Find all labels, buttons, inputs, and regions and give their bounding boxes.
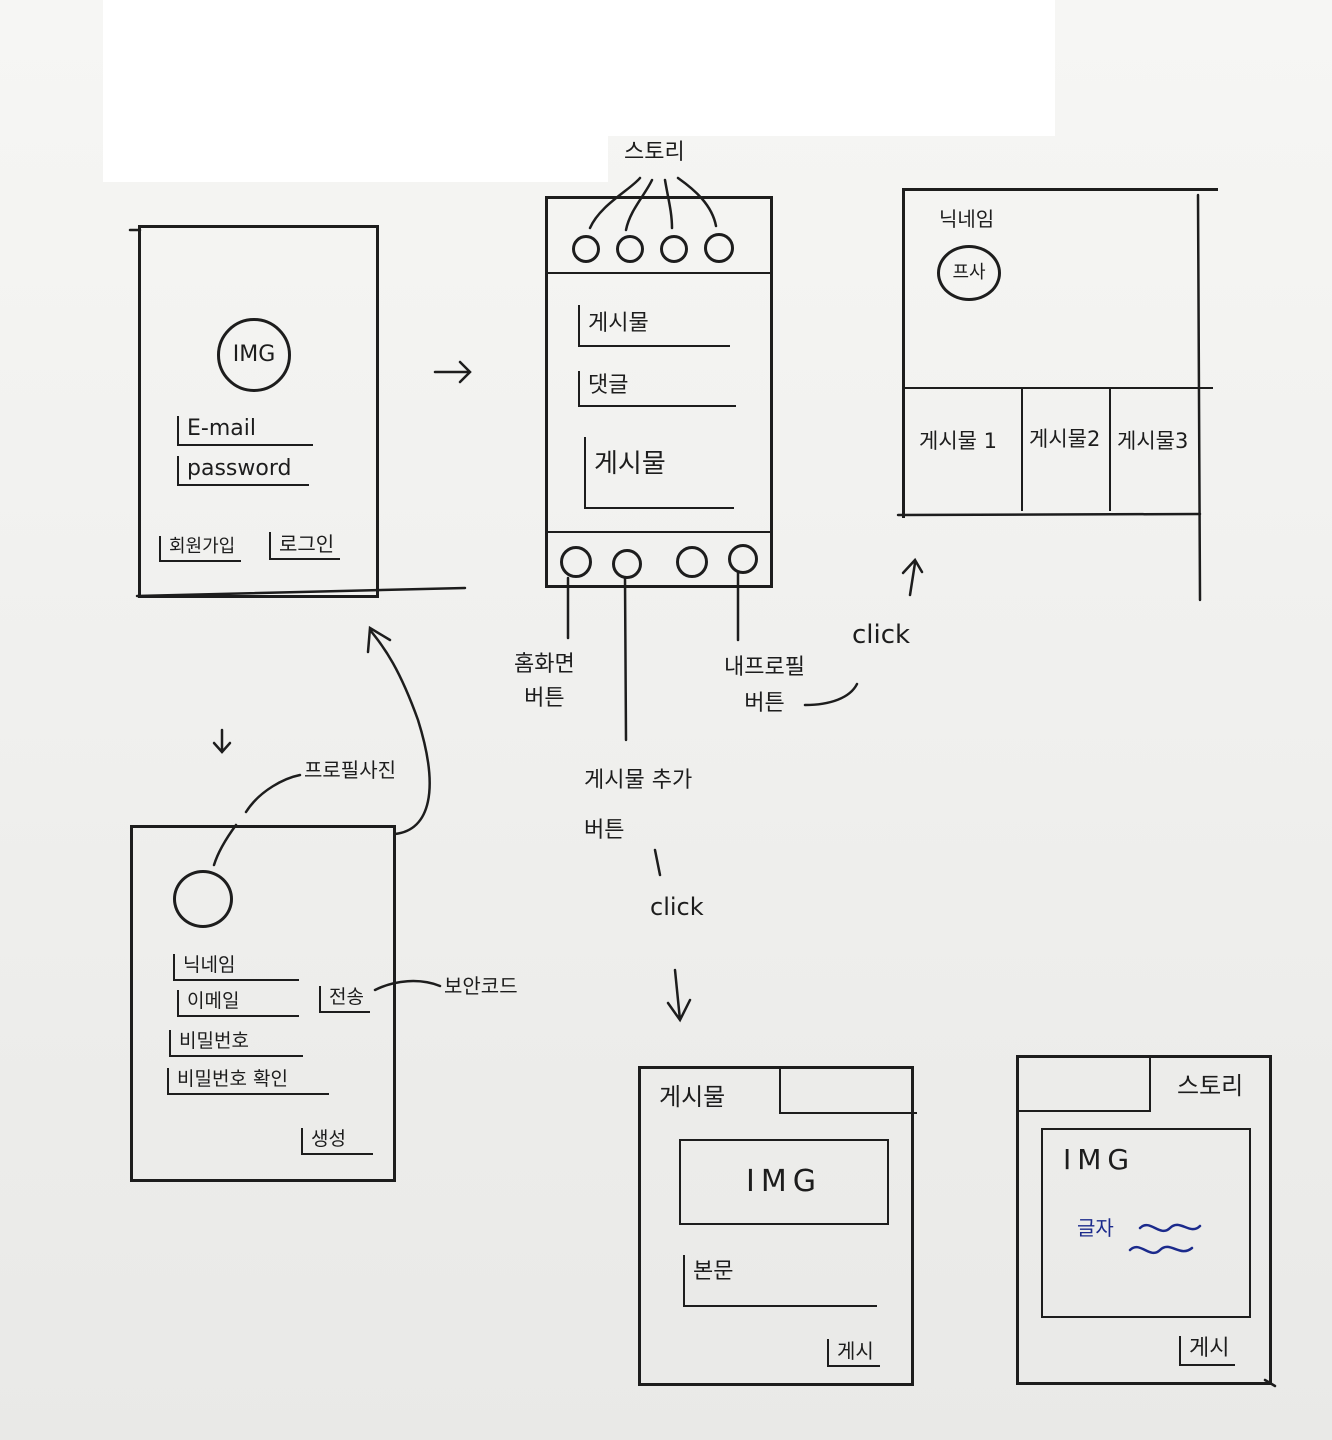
- profile-post-3[interactable]: 게시물3: [1117, 429, 1189, 453]
- story-image-label: IMG: [1063, 1143, 1136, 1176]
- my-profile-annotation: 내프로필 버튼: [724, 650, 805, 722]
- annotation-line: 버튼: [524, 686, 565, 711]
- story-circle[interactable]: [660, 235, 688, 263]
- home-button-annotation: 홈화면 버튼: [514, 648, 575, 716]
- annotation-line: 홈화면: [514, 652, 575, 677]
- profile-nickname: 닉네임: [939, 207, 995, 231]
- story-canvas[interactable]: IMG 글자: [1041, 1128, 1251, 1318]
- image-label: IMG: [746, 1164, 822, 1199]
- redaction-block-lower: [103, 130, 608, 182]
- grid-divider: [1109, 387, 1111, 511]
- story-annotation: 스토리: [624, 140, 685, 165]
- password-input[interactable]: password: [177, 456, 309, 486]
- new-post-tab[interactable]: [779, 1066, 917, 1114]
- security-code-annotation: 보안코드: [444, 974, 518, 998]
- feed-screen: 게시물 댓글 게시물: [545, 196, 773, 588]
- post-body-field[interactable]: 본문: [683, 1255, 877, 1307]
- login-button[interactable]: 로그인: [269, 532, 341, 560]
- story-text-label: 글자: [1077, 1216, 1114, 1240]
- submit-post-button[interactable]: 게시: [827, 1339, 880, 1367]
- new-story-tab[interactable]: [1016, 1055, 1151, 1112]
- grid-divider: [1021, 387, 1023, 511]
- profile-photo-upload[interactable]: [173, 870, 233, 928]
- feed-post[interactable]: 게시물: [578, 305, 730, 347]
- story-circle[interactable]: [572, 235, 600, 263]
- profile-screen: 닉네임 프사 게시물 1 게시물2 게시물3: [902, 188, 1218, 518]
- signup-button[interactable]: 회원가입: [159, 536, 242, 562]
- profile-post-2[interactable]: 게시물2: [1029, 427, 1101, 451]
- feed-comment[interactable]: 댓글: [578, 371, 736, 407]
- my-profile-button[interactable]: [728, 544, 758, 574]
- email-field[interactable]: 이메일: [177, 990, 299, 1017]
- signup-screen: 닉네임 이메일 비밀번호 비밀번호 확인 전송 생성: [130, 825, 396, 1182]
- add-post-annotation: 게시물 추가 버튼: [584, 756, 692, 856]
- profile-avatar: 프사: [937, 245, 1001, 301]
- create-account-button[interactable]: 생성: [301, 1128, 373, 1155]
- email-input[interactable]: E-mail: [177, 416, 313, 446]
- logo-label: IMG: [232, 342, 276, 367]
- password-confirm-field[interactable]: 비밀번호 확인: [167, 1068, 329, 1095]
- new-post-title: 게시물: [659, 1083, 726, 1111]
- annotation-line: 버튼: [584, 818, 625, 843]
- click-annotation: click: [852, 620, 911, 650]
- redaction-block: [103, 0, 1055, 136]
- nav-divider: [548, 531, 770, 533]
- story-circle[interactable]: [616, 235, 644, 263]
- new-story-title: 스토리: [1177, 1072, 1244, 1100]
- annotation-line: 버튼: [744, 691, 785, 716]
- click-annotation: click: [650, 893, 704, 921]
- story-circle[interactable]: [704, 233, 734, 263]
- login-logo: IMG: [217, 318, 291, 392]
- home-button[interactable]: [560, 546, 592, 578]
- story-divider: [548, 272, 770, 274]
- send-code-button[interactable]: 전송: [319, 986, 370, 1013]
- post-image-upload[interactable]: IMG: [679, 1139, 889, 1225]
- new-story-screen: 스토리 IMG 글자 게시: [1016, 1055, 1272, 1385]
- new-post-screen: 게시물 IMG 본문 게시: [638, 1066, 917, 1386]
- profile-post-1[interactable]: 게시물 1: [919, 429, 997, 453]
- avatar-label: 프사: [952, 262, 986, 283]
- feed-post[interactable]: 게시물: [584, 437, 734, 509]
- submit-story-button[interactable]: 게시: [1179, 1336, 1236, 1366]
- profile-photo-annotation: 프로필사진: [304, 758, 396, 782]
- annotation-line: 게시물 추가: [584, 768, 693, 793]
- profile-divider: [905, 387, 1213, 389]
- add-post-button[interactable]: [612, 549, 642, 579]
- password-field[interactable]: 비밀번호: [169, 1030, 303, 1057]
- nav-circle[interactable]: [676, 546, 708, 578]
- login-screen: IMG E-mail password 회원가입 로그인: [138, 225, 379, 598]
- annotation-line: 내프로필: [724, 655, 805, 680]
- nickname-field[interactable]: 닉네임: [173, 954, 299, 981]
